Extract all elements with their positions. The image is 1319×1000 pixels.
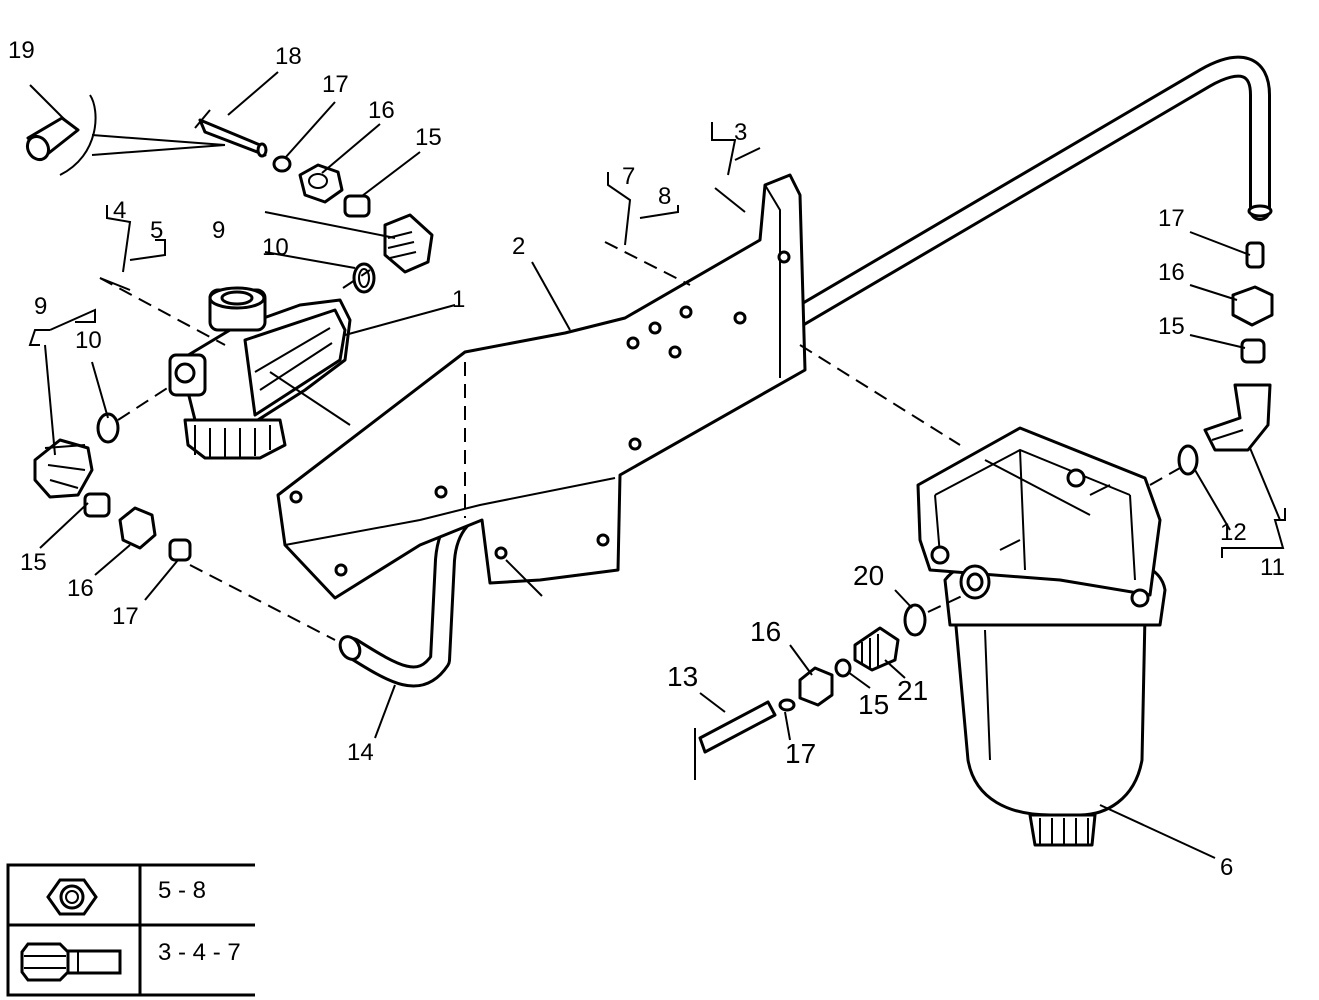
label-9-upper: 9 xyxy=(212,217,225,244)
label-17-right: 17 xyxy=(1158,205,1185,232)
legend-nut-refs: 5 - 8 xyxy=(158,877,206,904)
label-16-left: 16 xyxy=(67,575,94,602)
elbow-fitting-left xyxy=(33,438,94,499)
label-1: 1 xyxy=(452,286,465,313)
part-15-insert-left xyxy=(83,492,111,518)
part-19-sleeve xyxy=(25,94,226,176)
right-fittings xyxy=(1177,241,1274,476)
label-15-left: 15 xyxy=(20,549,47,576)
label-15-bottom: 15 xyxy=(858,689,889,720)
label-17-upper: 17 xyxy=(322,71,349,98)
legend-bolt-refs: 3 - 4 - 7 xyxy=(158,939,241,966)
label-3: 3 xyxy=(734,119,747,146)
label-11: 11 xyxy=(1260,554,1285,581)
label-2: 2 xyxy=(512,233,525,260)
fastener-legend: 5 - 8 3 - 4 - 7 xyxy=(6,863,255,997)
label-12: 12 xyxy=(1220,519,1247,546)
part-15-insert-upper xyxy=(343,194,371,218)
leader-lines xyxy=(28,71,1286,859)
label-20: 20 xyxy=(853,560,884,591)
label-17-bottom: 17 xyxy=(785,738,816,769)
part-16-nut-left xyxy=(118,506,157,550)
label-15-right: 15 xyxy=(1158,313,1185,340)
bolt-icon xyxy=(20,942,122,982)
label-16-bottom: 16 xyxy=(750,616,781,647)
fuel-filter-bowl xyxy=(916,426,1167,847)
callout-labels: 19 18 17 16 15 9 10 4 5 2 1 7 8 3 9 10 1… xyxy=(8,37,1285,881)
bottom-fittings xyxy=(694,603,927,780)
label-9-left: 9 xyxy=(34,293,47,320)
label-18: 18 xyxy=(275,43,302,70)
label-10-upper: 10 xyxy=(262,234,289,261)
part-18-tube xyxy=(194,109,268,158)
label-7: 7 xyxy=(622,163,635,190)
label-17-left: 17 xyxy=(112,603,139,630)
label-4: 4 xyxy=(113,197,126,224)
label-14: 14 xyxy=(347,739,374,766)
label-13: 13 xyxy=(667,661,698,692)
part-10-washer-left xyxy=(96,412,120,444)
label-6: 6 xyxy=(1220,854,1233,881)
label-10-left: 10 xyxy=(75,327,102,354)
part-10-washer-upper xyxy=(352,262,376,294)
part-16-nut-upper xyxy=(298,163,344,204)
part-17-olive-left xyxy=(168,538,192,562)
label-15-upper: 15 xyxy=(415,124,442,151)
mounting-bracket xyxy=(276,173,807,600)
label-16-right: 16 xyxy=(1158,259,1185,286)
label-19: 19 xyxy=(8,37,35,64)
filter-head xyxy=(168,286,352,460)
label-5: 5 xyxy=(150,217,163,244)
label-8: 8 xyxy=(658,183,671,210)
part-17-olive-upper xyxy=(272,155,292,173)
label-16-upper: 16 xyxy=(368,97,395,124)
assembly-lines xyxy=(99,187,1181,641)
elbow-fitting-upper xyxy=(383,213,434,274)
label-21: 21 xyxy=(897,675,928,706)
hex-nut-icon xyxy=(46,878,98,916)
